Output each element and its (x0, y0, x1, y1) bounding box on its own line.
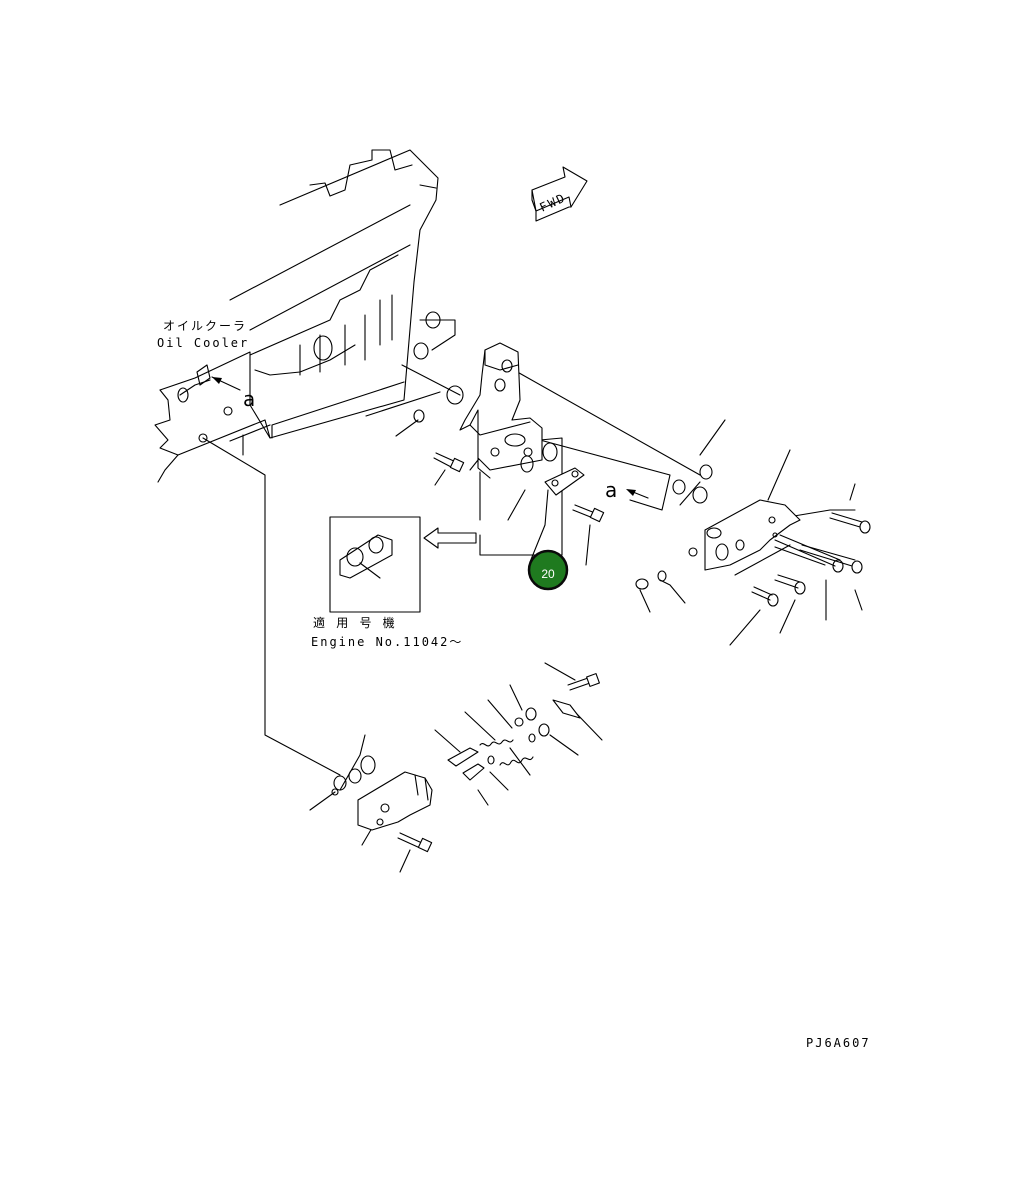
manifold-bolts (635, 512, 871, 607)
view-marker-a-right: a (605, 478, 617, 502)
bolt-left (433, 452, 465, 473)
fwd-arrow-icon: FWD (531, 166, 588, 222)
callout-20[interactable]: 20 (527, 549, 569, 591)
manifold-block (688, 499, 801, 571)
applicable-jp-label: 適 用 号 機 (313, 615, 397, 630)
leader-lines (202, 319, 863, 873)
engine-block (154, 149, 439, 483)
cooler-housing (459, 342, 543, 479)
callout-20-label: 20 (541, 567, 555, 581)
inset-gasket-box (329, 516, 477, 613)
engine-no-label: Engine No.11042～ (311, 635, 463, 649)
lower-bolts (397, 673, 600, 853)
view-arrow-a-left: a (211, 376, 255, 411)
o-rings-right (672, 464, 713, 504)
view-arrow-a-right: a (605, 478, 649, 502)
bolt-center (572, 504, 605, 523)
view-marker-a-left: a (243, 387, 255, 411)
spring-valve-set (447, 707, 550, 781)
o-rings-upper (413, 311, 464, 423)
lower-o-rings (331, 755, 376, 796)
oil-cooler-en-label: Oil Cooler (157, 336, 249, 350)
drawing-code: PJ6A607 (806, 1036, 871, 1050)
gasket-set (520, 442, 585, 496)
lower-valve-body (357, 771, 433, 831)
oil-cooler-jp-label: オイルクーラ (163, 319, 247, 333)
